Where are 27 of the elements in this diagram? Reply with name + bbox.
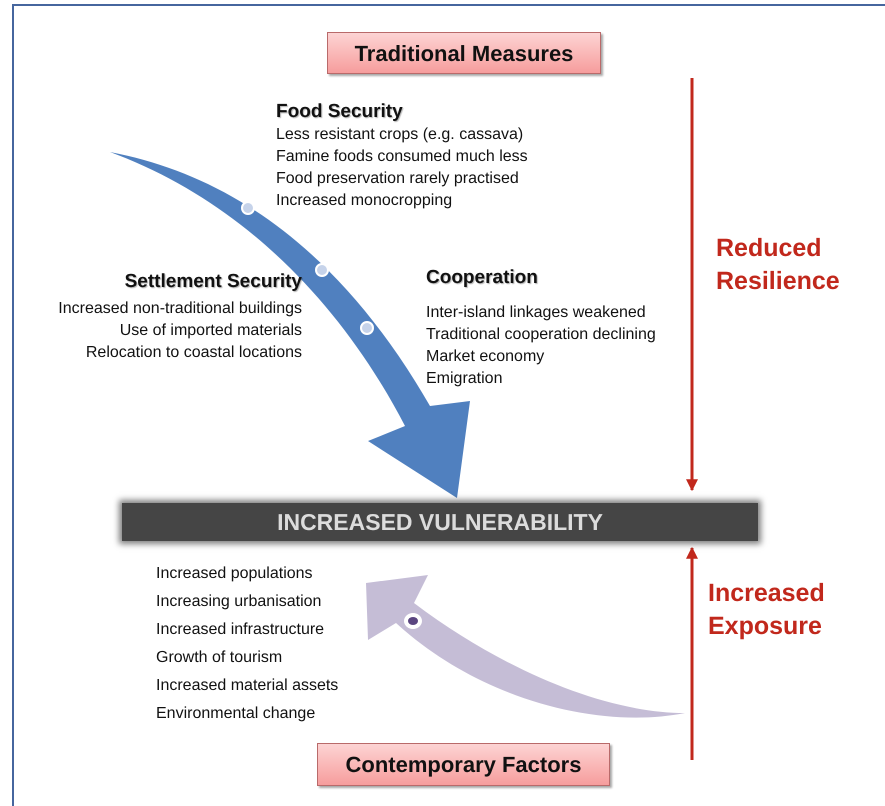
arrow	[686, 78, 698, 492]
list-item: Less resistant crops (e.g. cassava)	[276, 125, 524, 145]
group-heading: Cooperation	[426, 266, 538, 290]
list-item: Increasing urbanisation	[156, 592, 322, 612]
curved-arrow	[110, 152, 470, 498]
group-heading: Food Security	[276, 100, 403, 124]
list-item: Market economy	[426, 347, 544, 367]
list-item: Famine foods consumed much less	[276, 147, 528, 167]
title-box: Traditional Measures	[327, 32, 601, 74]
arrow	[686, 546, 698, 760]
title-box: Contemporary Factors	[317, 743, 610, 786]
list-item: Increased populations	[156, 564, 314, 584]
curved-arrow	[366, 575, 685, 718]
list-item: Use of imported materials	[120, 321, 302, 341]
list-item: Environmental change	[156, 704, 316, 724]
list-item: Emigration	[426, 369, 502, 389]
list-item: Relocation to coastal locations	[86, 343, 302, 363]
group-heading: Settlement Security	[124, 270, 302, 294]
list-item: Increased material assets	[156, 676, 340, 696]
list-item: Increased infrastructure	[156, 620, 326, 640]
list-item: Traditional cooperation declining	[426, 325, 656, 345]
list-item: Inter-island linkages weakened	[426, 303, 646, 323]
list-item: Increased monocropping	[276, 191, 452, 211]
outcome-bar: INCREASED VULNERABILITY	[122, 503, 758, 541]
list-item: Growth of tourism	[156, 648, 284, 668]
list-item: Food preservation rarely practised	[276, 169, 519, 189]
list-item: Increased non-traditional buildings	[58, 299, 302, 319]
